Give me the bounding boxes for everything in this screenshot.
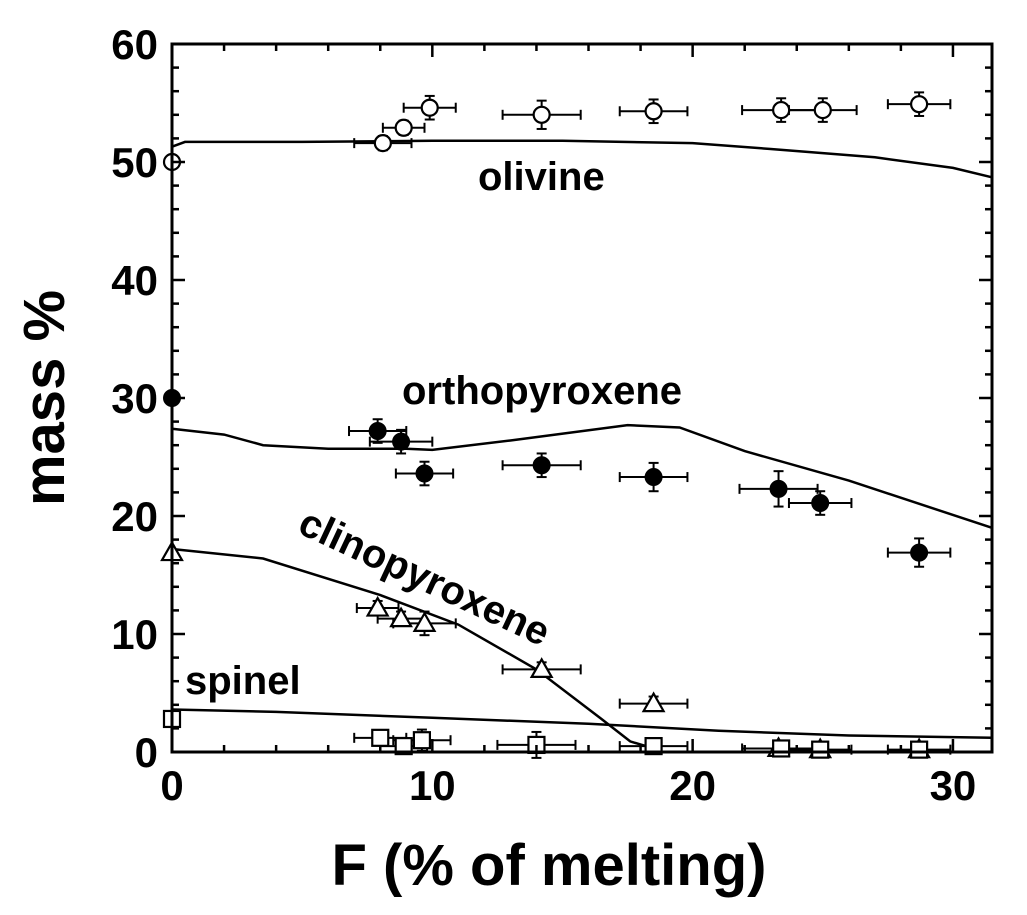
data-point-open-circle <box>644 102 663 121</box>
data-point-open-square <box>910 740 929 759</box>
data-point-open-square <box>772 739 791 758</box>
model-curve-open-square <box>171 708 993 740</box>
data-point-open-circle <box>772 100 791 120</box>
y-tick-label: 0 <box>135 729 158 776</box>
y-tick-label: 50 <box>111 139 158 186</box>
data-point-open-circle <box>532 105 551 124</box>
data-point-open-square <box>811 740 830 759</box>
data-point-open-square <box>644 736 663 756</box>
data-point-open-triangle <box>529 657 554 679</box>
data-point-open-circle <box>394 118 413 137</box>
data-point-filled-circle <box>910 543 929 562</box>
data-point-filled-circle <box>769 479 788 498</box>
data-markers <box>160 95 932 759</box>
data-point-open-circle <box>813 100 832 120</box>
data-point-open-triangle <box>641 691 666 713</box>
data-point-open-triangle <box>389 606 413 628</box>
data-point-filled-circle <box>811 494 830 513</box>
data-point-open-square <box>412 731 432 750</box>
data-point-open-circle <box>420 98 439 117</box>
x-tick-label: 10 <box>409 762 456 809</box>
model-curve-open-circle <box>171 139 993 179</box>
data-point-filled-circle <box>415 464 434 483</box>
y-tick-label: 10 <box>111 611 158 658</box>
x-tick-label: 30 <box>930 762 977 809</box>
x-tick-label: 20 <box>669 762 716 809</box>
data-point-filled-circle <box>392 432 411 451</box>
label-orthopyroxene: orthopyroxene <box>402 369 682 413</box>
x-axis-title: F (% of melting) <box>332 833 767 898</box>
label-spinel: spinel <box>185 659 301 703</box>
data-point-open-triangle <box>365 595 390 617</box>
model-curves <box>171 139 993 748</box>
label-olivine: olivine <box>478 155 605 199</box>
model-curve-open-triangle <box>171 547 647 748</box>
data-point-open-square <box>371 728 390 747</box>
data-point-open-circle <box>910 95 929 114</box>
y-tick-label: 30 <box>111 375 158 422</box>
model-curve-filled-circle <box>171 423 993 529</box>
data-point-open-circle <box>373 134 392 153</box>
y-tick-label: 40 <box>111 257 158 304</box>
data-point-filled-circle <box>532 456 551 475</box>
y-tick-label: 60 <box>111 21 158 68</box>
y-tick-label: 20 <box>111 493 158 540</box>
data-point-open-square <box>394 736 413 756</box>
data-point-open-triangle <box>412 611 437 632</box>
x-tick-label: 0 <box>160 762 183 809</box>
axes: 0 10 20 30 40 50 60 0 10 20 30 <box>111 21 994 809</box>
y-axis-title: mass % <box>12 290 77 506</box>
data-point-filled-circle <box>644 468 663 487</box>
data-point-filled-circle <box>368 422 387 441</box>
